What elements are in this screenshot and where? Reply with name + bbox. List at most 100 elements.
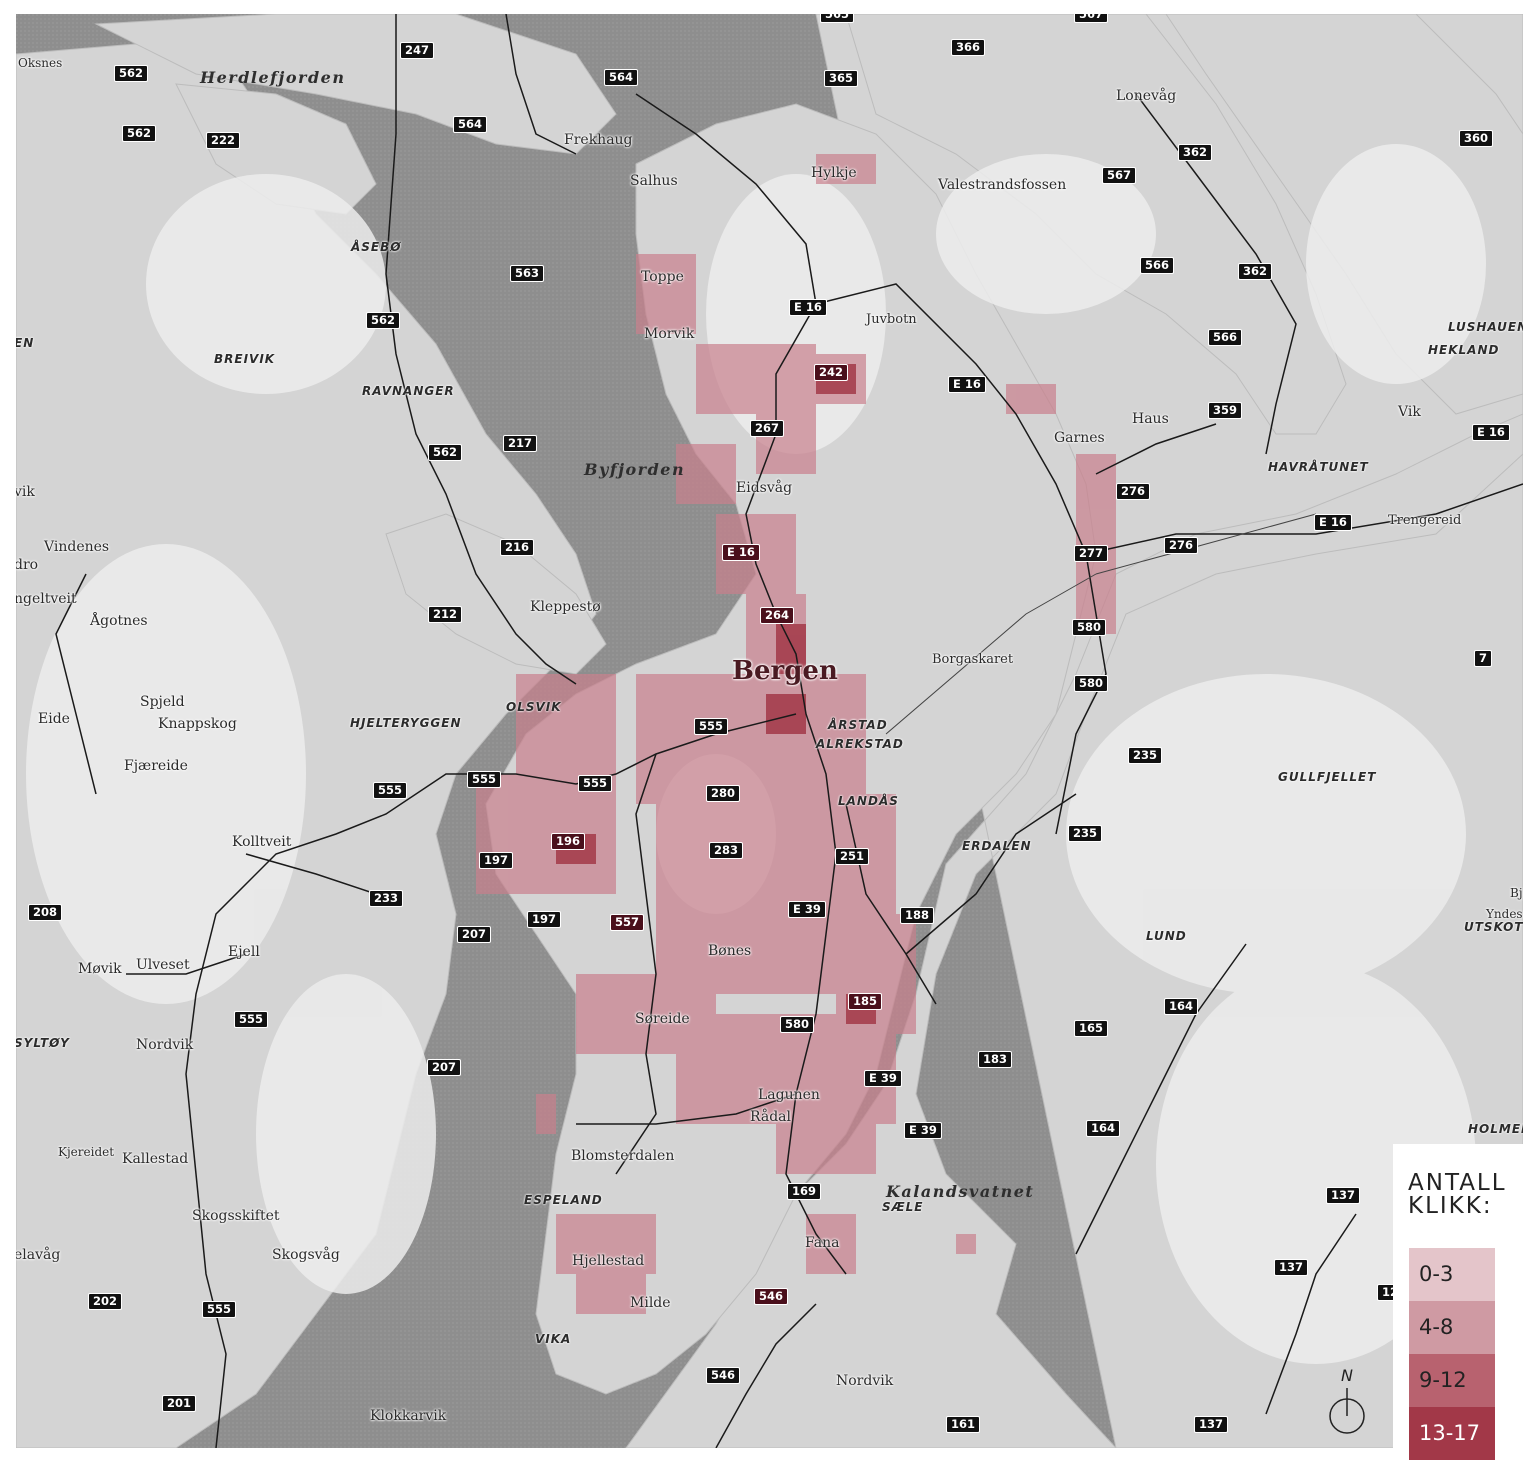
legend-label: 9-12: [1419, 1368, 1467, 1392]
place-toppe: Toppe: [641, 269, 684, 285]
region-asebo: ÅSEBØ: [351, 240, 402, 254]
place-ulveset: Ulveset: [136, 957, 190, 973]
region-ravnanger: RAVNANGER: [362, 384, 455, 398]
place-dro: dro: [16, 557, 39, 573]
region-alrekstad: ALREKSTAD: [816, 737, 904, 751]
legend: ANTALL KLIKK: 0-3 4-8 9-12 13-17: [1393, 1144, 1523, 1460]
road-shield: 185: [848, 993, 883, 1010]
place-bones: Bønes: [708, 943, 752, 959]
road-shield: 235: [1128, 747, 1163, 764]
road-shield: 164: [1164, 998, 1199, 1015]
region-erdalen: ERDALEN: [962, 839, 1032, 853]
heat-cells: [476, 154, 1116, 1314]
road-shield: 197: [479, 852, 514, 869]
place-nordvik-east: Nordvik: [836, 1373, 894, 1389]
region-olsvik: OLSVIK: [506, 700, 562, 714]
region-breivik: BREIVIK: [214, 352, 276, 366]
road-shield: 247: [400, 42, 435, 59]
road-shield: 277: [1074, 545, 1109, 562]
water-label-herdlefjorden: Herdlefjorden: [200, 68, 346, 87]
place-kjereidet: Kjereidet: [58, 1145, 115, 1159]
place-milde: Milde: [630, 1295, 671, 1311]
place-ejell: Ejell: [228, 944, 260, 960]
region-vika: VIKA: [535, 1332, 572, 1346]
road-shield: 242: [814, 364, 849, 381]
place-garnes: Garnes: [1054, 430, 1105, 446]
region-saele: SÆLE: [882, 1200, 924, 1214]
place-eide: Eide: [38, 711, 70, 727]
road-shield: 202: [88, 1293, 123, 1310]
road-shield: E 16: [1472, 424, 1510, 441]
road-shield: 276: [1116, 483, 1151, 500]
road-shield: 212: [428, 606, 463, 623]
place-morvik: Morvik: [644, 326, 695, 342]
road-shield: 161: [946, 1416, 981, 1433]
region-espeland: ESPELAND: [524, 1193, 603, 1207]
legend-swatch-0-3: 0-3: [1409, 1248, 1495, 1301]
place-knappskog: Knappskog: [158, 716, 237, 732]
road-shield: 216: [500, 539, 535, 556]
place-soreide: Søreide: [635, 1011, 690, 1027]
road-shield: 188: [900, 907, 935, 924]
road-shield: 580: [780, 1016, 815, 1033]
legend-title: ANTALL KLIKK:: [1408, 1170, 1507, 1219]
place-klokkarvik: Klokkarvik: [370, 1408, 447, 1424]
road-shield: E 16: [722, 544, 760, 561]
road-shield: 580: [1074, 675, 1109, 692]
place-vik-west: vik: [16, 484, 35, 500]
road-shield: 359: [1208, 402, 1243, 419]
region-havratunet: HAVRÅTUNET: [1268, 460, 1369, 474]
legend-swatch-9-12: 9-12: [1409, 1354, 1495, 1407]
place-salhus: Salhus: [630, 173, 678, 189]
city-label-bergen[interactable]: Bergen: [732, 656, 838, 686]
place-fana: Fana: [805, 1235, 840, 1251]
road-shield: 222: [206, 132, 241, 149]
road-shield: 564: [453, 116, 488, 133]
road-shield: 233: [369, 890, 404, 907]
place-blomsterdalen: Blomsterdalen: [571, 1148, 675, 1164]
place-juvbotn: Juvbotn: [866, 312, 917, 327]
road-shield: 563: [510, 265, 545, 282]
road-shield: 555: [694, 718, 729, 735]
legend-label: 13-17: [1419, 1421, 1481, 1445]
place-lagunen: Lagunen: [758, 1087, 820, 1103]
place-trengereid: Trengereid: [1388, 513, 1462, 528]
north-arrow-icon: N: [1326, 1366, 1370, 1438]
place-haus: Haus: [1132, 411, 1169, 427]
place-kolltveit: Kolltveit: [232, 834, 292, 850]
road-shield: 235: [1068, 825, 1103, 842]
place-nordvik-west: Nordvik: [136, 1037, 194, 1053]
region-holmen: HOLMEN: [1468, 1122, 1523, 1136]
road-shield: E 39: [904, 1122, 942, 1139]
water-label-byfjorden: Byfjorden: [584, 460, 686, 479]
region-lund: LUND: [1146, 929, 1187, 943]
region-landas: LANDÅS: [838, 794, 899, 808]
road-shield: 208: [28, 904, 63, 921]
road-shield: 564: [604, 69, 639, 86]
road-shield: 267: [750, 420, 785, 437]
region-syltoy: SYLTØY: [16, 1036, 70, 1050]
road-shield: 283: [709, 842, 744, 859]
place-movik: Møvik: [78, 961, 122, 977]
region-utskot: UTSKOT: [1464, 920, 1523, 934]
place-vik: Vik: [1398, 404, 1421, 420]
road-shield: 555: [467, 771, 502, 788]
road-shield: 555: [234, 1011, 269, 1028]
region-hjelteryggen: HJELTERYGGEN: [350, 716, 462, 730]
road-shield: 196: [551, 833, 586, 850]
place-skogsvag: Skogsvåg: [272, 1247, 340, 1263]
map-canvas[interactable]: Herdlefjorden Byfjorden Kalandsvatnet Be…: [16, 14, 1523, 1448]
place-hylkje: Hylkje: [811, 165, 857, 181]
place-oksnes: Oksnes: [18, 56, 63, 70]
road-shield: 362: [1178, 144, 1213, 161]
road-shield: 207: [427, 1059, 462, 1076]
road-shield: 201: [162, 1395, 197, 1412]
road-shield: 566: [1140, 257, 1175, 274]
place-borgaskaret: Borgaskaret: [932, 652, 1014, 667]
place-vindenes: Vindenes: [44, 539, 110, 555]
place-elavag: elavåg: [16, 1247, 61, 1263]
legend-swatch-4-8: 4-8: [1409, 1301, 1495, 1354]
road-shield: 169: [787, 1183, 822, 1200]
place-frekhaug: Frekhaug: [564, 132, 633, 148]
road-shield: E 16: [948, 376, 986, 393]
